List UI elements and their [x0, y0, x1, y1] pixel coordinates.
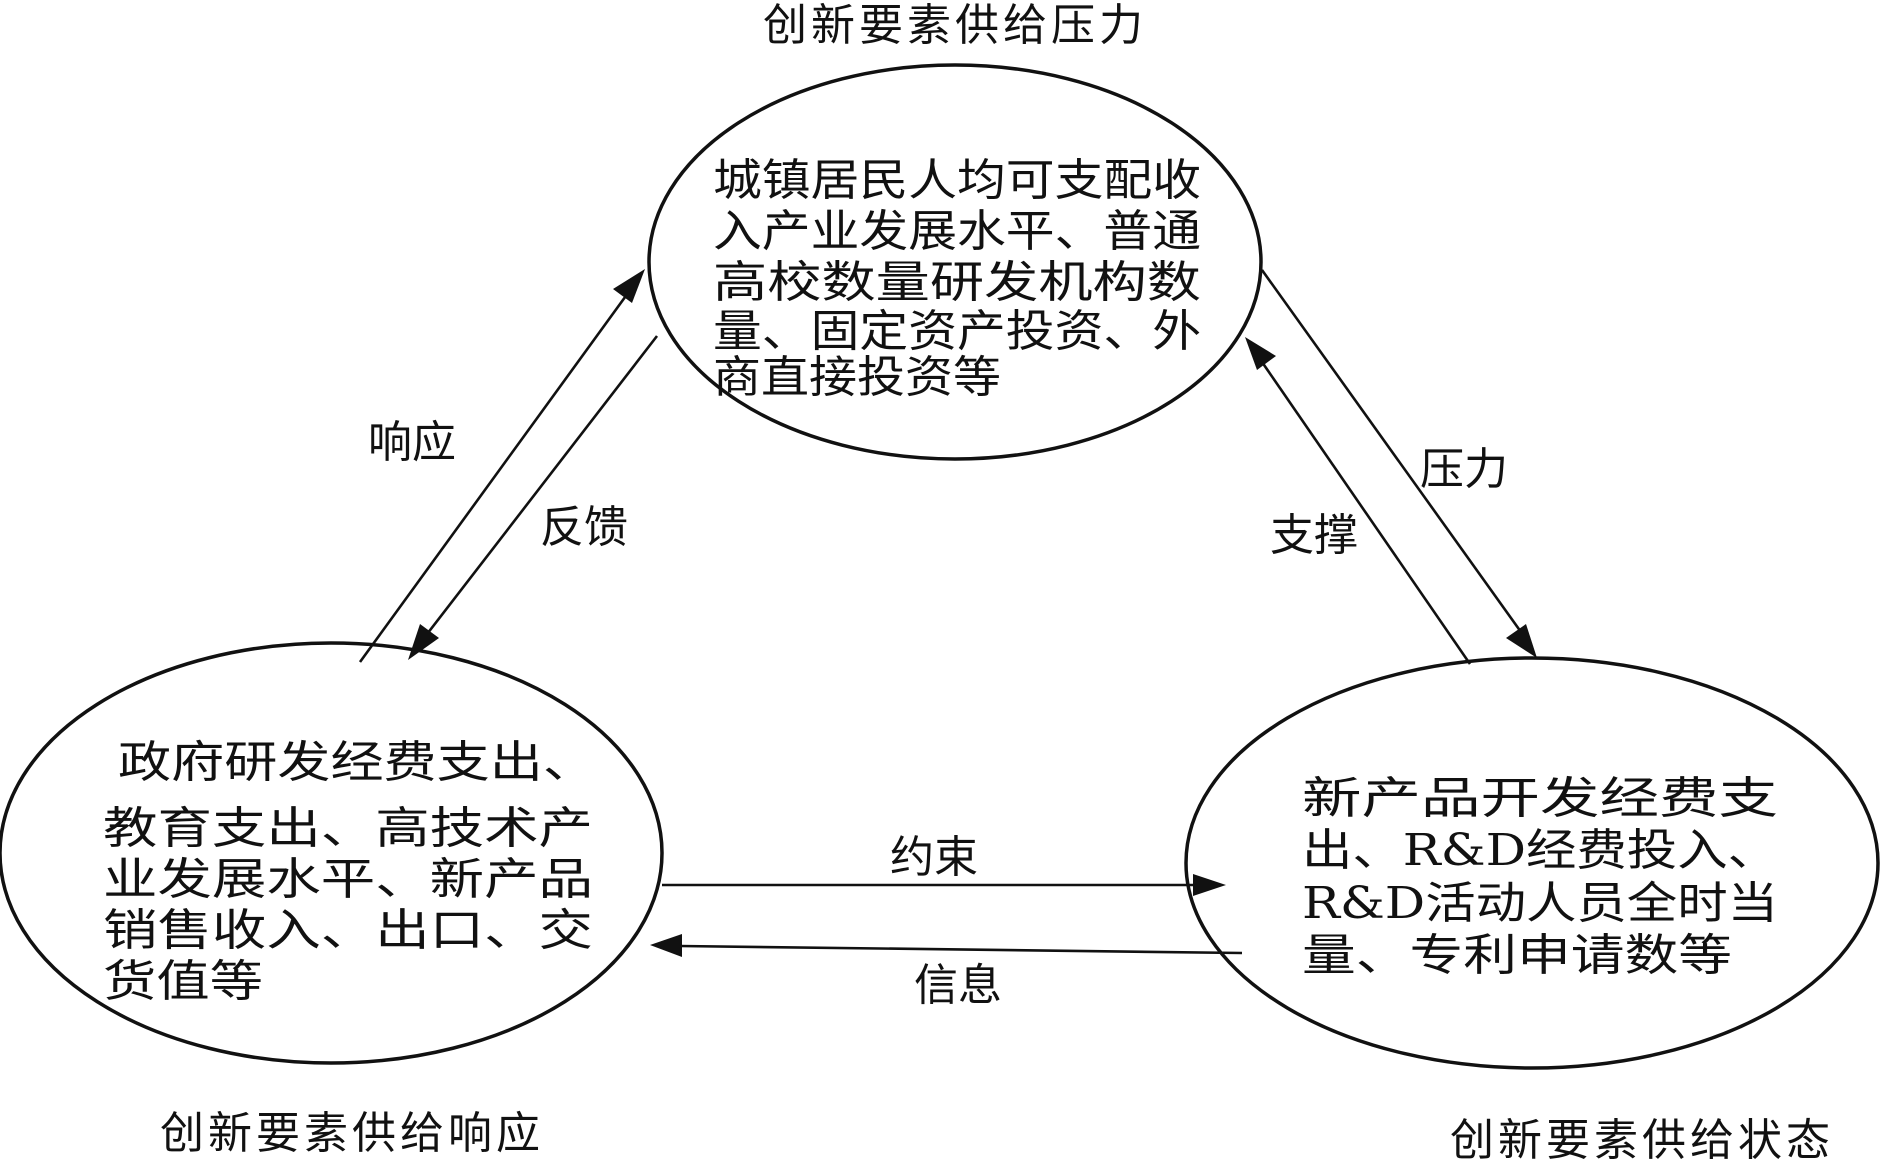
text-line: R&D活动人员全时当 — [1302, 878, 1778, 929]
state-node-title: 创新要素供给状态 — [1450, 1115, 1834, 1162]
constraint-label: 约束 — [890, 832, 978, 883]
text-line: 入产业发展水平、普通 — [713, 206, 1201, 257]
pressure-node-title: 创新要素供给压力 — [763, 0, 1147, 51]
text-line: 高校数量研发机构数 — [713, 257, 1201, 308]
pressure-node — [647, 63, 1263, 461]
response-node-title: 创新要素供给响应 — [160, 1108, 544, 1159]
text-line: 业发展水平、新产品 — [103, 854, 593, 905]
response-label: 响应 — [368, 417, 456, 468]
response-node — [0, 641, 664, 1065]
support-arrow — [1245, 337, 1472, 665]
pressure-arrow — [1260, 269, 1537, 658]
state-node — [1184, 656, 1880, 1070]
state-node-text: 新产品开发经费支 出、R&D经费投入、 R&D活动人员全时当 量、专利申请数等 — [1302, 773, 1778, 981]
text-line: 出、R&D经费投入、 — [1302, 825, 1778, 876]
feedback-arrow — [408, 335, 659, 660]
response-node-text: 政府研发经费支出、 教育支出、高技术产 业发展水平、新产品 销售收入、出口、交 … — [103, 737, 596, 1007]
feedback-label: 反馈 — [540, 502, 628, 553]
text-line: 商直接投资等 — [713, 352, 1001, 403]
pressure-node-text: 城镇居民人均可支配收 入产业发展水平、普通 高校数量研发机构数 量、固定资产投资… — [713, 155, 1201, 403]
text-line: 城镇居民人均可支配收 — [713, 155, 1201, 206]
support-label: 支撑 — [1270, 510, 1358, 561]
text-line: 新产品开发经费支 — [1302, 773, 1778, 824]
text-line: 量、固定资产投资、外 — [713, 306, 1201, 357]
text-line: 量、专利申请数等 — [1302, 930, 1732, 981]
text-line: 政府研发经费支出、 — [118, 737, 596, 788]
text-line: 教育支出、高技术产 — [103, 803, 593, 854]
pressure-label: 压力 — [1420, 444, 1508, 495]
text-line: 销售收入、出口、交 — [103, 905, 593, 956]
information-label: 信息 — [914, 960, 1002, 1011]
constraint-arrow — [662, 874, 1226, 896]
response-arrow — [358, 269, 645, 663]
text-line: 货值等 — [103, 956, 263, 1007]
information-arrow — [650, 934, 1243, 957]
